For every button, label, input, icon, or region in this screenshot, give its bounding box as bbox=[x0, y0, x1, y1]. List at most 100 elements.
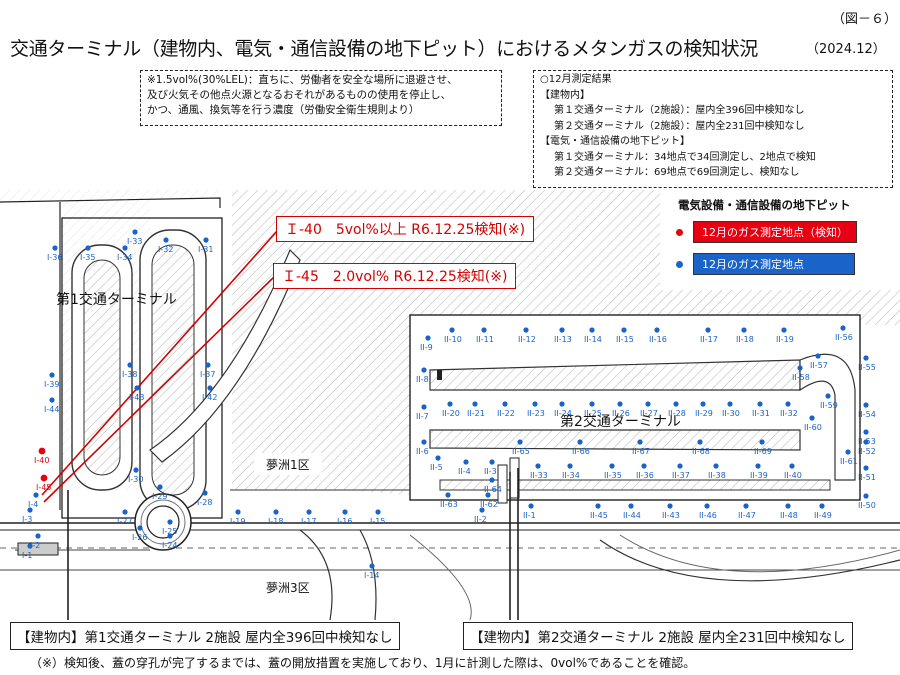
measurement-point: I-16 bbox=[337, 509, 352, 526]
measurement-point: II-64 bbox=[484, 477, 502, 494]
measurement-point: II-3 bbox=[484, 459, 497, 476]
measurement-point: II-67 bbox=[632, 439, 650, 456]
measurement-point-icon bbox=[167, 519, 173, 525]
terminal2-outline bbox=[409, 314, 861, 501]
measurement-point-icon bbox=[641, 463, 647, 469]
measurement-point-icon bbox=[133, 467, 139, 473]
measurement-point: I-17 bbox=[301, 509, 316, 526]
point-label: II-24 bbox=[554, 409, 572, 418]
measurement-point-icon bbox=[637, 439, 643, 445]
measurement-point: II-30 bbox=[722, 401, 740, 418]
measurement-point-icon bbox=[589, 401, 595, 407]
legend-title: 電気設備・通信設備の地下ピット bbox=[678, 198, 851, 212]
measurement-point-icon bbox=[815, 353, 821, 359]
detected-point-icon bbox=[38, 447, 46, 455]
point-label: II-47 bbox=[738, 511, 756, 520]
results-heading: ○12月測定結果 bbox=[540, 74, 612, 85]
measurement-point-icon bbox=[863, 465, 869, 471]
point-label: II-10 bbox=[444, 335, 462, 344]
point-label: II-19 bbox=[776, 335, 794, 344]
measurement-point: II-57 bbox=[810, 353, 828, 370]
building-block bbox=[437, 370, 442, 380]
measurement-point: II-34 bbox=[562, 463, 580, 480]
point-label: I-18 bbox=[268, 517, 283, 526]
point-label: I-17 bbox=[301, 517, 316, 526]
roundabout-ring bbox=[140, 499, 186, 545]
point-label: I-39 bbox=[44, 380, 59, 389]
measurement-point: I-43 bbox=[129, 385, 144, 402]
curved-road bbox=[599, 539, 900, 582]
measurement-point: II-55 bbox=[858, 355, 876, 372]
measurement-point-icon bbox=[797, 365, 803, 371]
callout-i40: Ｉ-40 5vol%以上 R6.12.25検知(※) bbox=[276, 216, 535, 242]
point-label: II-49 bbox=[814, 511, 832, 520]
measurement-point: II-24 bbox=[554, 401, 572, 418]
measurement-point-icon bbox=[840, 325, 846, 331]
point-label: II-52 bbox=[858, 447, 876, 456]
measurement-point: II-20 bbox=[442, 401, 460, 418]
measurement-point: II-48 bbox=[780, 503, 798, 520]
measurement-point-icon bbox=[235, 509, 241, 515]
measurement-point-icon bbox=[137, 525, 143, 531]
measurement-point: II-19 bbox=[776, 327, 794, 344]
measurement-point-icon bbox=[157, 484, 163, 490]
measurement-point: I-18 bbox=[268, 509, 283, 526]
point-label: II-22 bbox=[497, 409, 515, 418]
area-label-bg bbox=[254, 453, 322, 475]
point-label: II-16 bbox=[649, 335, 667, 344]
measurement-point: II-11 bbox=[476, 327, 494, 344]
point-label: I-42 bbox=[202, 393, 217, 402]
measurement-point: I-19 bbox=[230, 509, 245, 526]
measurement-point-icon bbox=[449, 327, 455, 333]
measurement-point-icon bbox=[502, 401, 508, 407]
measurement-point: I-38 bbox=[122, 362, 137, 379]
point-label: I-25 bbox=[162, 527, 177, 536]
measurement-point-icon bbox=[481, 327, 487, 333]
legend-normal-label: 12月のガス測定地点 bbox=[693, 253, 855, 275]
measurement-point-icon bbox=[485, 492, 491, 498]
measurement-point-icon bbox=[845, 449, 851, 455]
point-label: II-57 bbox=[810, 361, 828, 370]
point-label: II-21 bbox=[467, 409, 485, 418]
measurement-point: II-62 bbox=[480, 492, 498, 509]
measurement-point-icon bbox=[700, 401, 706, 407]
measurement-point-icon bbox=[863, 355, 869, 361]
point-label: II-6 bbox=[416, 447, 429, 456]
measurement-point: II-37 bbox=[672, 463, 690, 480]
measurement-point: I-25 bbox=[162, 519, 177, 536]
measurement-point-icon bbox=[595, 503, 601, 509]
measurement-point: II-10 bbox=[444, 327, 462, 344]
pit-heading: 【電気・通信設備の地下ピット】 bbox=[540, 136, 690, 147]
measurement-point-icon bbox=[49, 372, 55, 378]
point-label: II-37 bbox=[672, 471, 690, 480]
measurement-point: I-4 bbox=[28, 492, 39, 509]
measurement-point-icon bbox=[577, 439, 583, 445]
point-label: II-44 bbox=[623, 511, 641, 520]
point-label: I-15 bbox=[370, 517, 385, 526]
measurement-point: II-40 bbox=[784, 463, 802, 480]
measurement-point-icon bbox=[559, 327, 565, 333]
terminal1-ramp bbox=[83, 259, 121, 476]
terminal2-ramp bbox=[429, 429, 801, 451]
measurement-point-icon bbox=[52, 245, 58, 251]
measurement-point: II-61 bbox=[840, 449, 858, 466]
point-label: I-14 bbox=[364, 571, 379, 580]
measurement-point: I-26 bbox=[132, 525, 147, 542]
point-label: I-32 bbox=[158, 245, 173, 254]
point-label: II-32 bbox=[780, 409, 798, 418]
measurement-point: II-16 bbox=[649, 327, 667, 344]
measurement-point-icon bbox=[85, 245, 91, 251]
measurement-point-icon bbox=[628, 503, 634, 509]
measurement-point: II-9 bbox=[420, 335, 433, 352]
measurement-point: II-32 bbox=[780, 401, 798, 418]
measurement-point-icon bbox=[273, 509, 279, 515]
point-label: II-64 bbox=[484, 485, 502, 494]
measurement-point: I-32 bbox=[158, 237, 173, 254]
measurement-point-icon bbox=[705, 327, 711, 333]
measurement-point: II-52 bbox=[858, 439, 876, 456]
measurement-point: II-26 bbox=[612, 401, 630, 418]
point-label: II-2 bbox=[474, 515, 487, 524]
measurement-point: II-13 bbox=[554, 327, 572, 344]
terminal2-label: 第2交通ターミナル bbox=[560, 413, 681, 430]
measurement-point: II-7 bbox=[416, 404, 429, 421]
